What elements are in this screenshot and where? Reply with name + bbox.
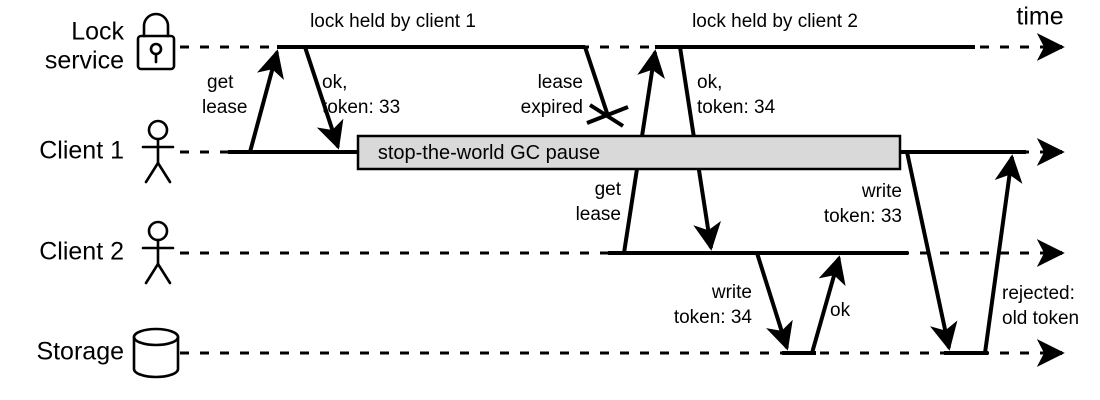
message-label-lease-expired-line1: lease: [538, 72, 583, 93]
lane-icons-group: [132, 12, 180, 379]
message-arrow-rejected-old-token: [983, 154, 1023, 354]
lifelines-group: [180, 33, 1065, 367]
message-label-ok-storage-response: ok: [830, 300, 851, 321]
lane-label-storage: Storage: [36, 338, 124, 366]
message-label-ok-token-33-line1: ok,: [322, 72, 347, 93]
message-arrow-get-lease-client-1: [248, 49, 284, 153]
message-label-ok-token-33-line2: token: 33: [322, 97, 400, 118]
database-cylinder-icon: [132, 327, 180, 379]
gc-pause-label: stop-the-world GC pause: [378, 142, 600, 164]
lease-expired-x-icon: [586, 103, 629, 128]
message-labels-group: get lease ok, token: 33 lease expired ge…: [202, 72, 1079, 329]
lock-span-label-client-1: lock held by client 1: [310, 11, 476, 32]
stick-figure-icon-client-1: [141, 119, 175, 184]
message-arrow-write-token-34: [755, 252, 793, 351]
message-label-rejected-old-token-line2: old token: [1002, 308, 1079, 329]
active-segments-group: [228, 45, 1026, 355]
message-label-get-lease-client-2-line1: get: [595, 179, 622, 200]
message-label-ok-token-34-line2: token: 34: [697, 97, 776, 118]
lane-label-lock-service-line1: Lock: [71, 18, 124, 46]
message-label-write-token-33-line2: token: 33: [824, 206, 902, 227]
gc-pause-rect: [356, 134, 902, 171]
message-label-rejected-old-token-line1: rejected:: [1002, 283, 1075, 304]
padlock-icon: [136, 12, 176, 71]
lane-label-client-1: Client 1: [39, 137, 124, 165]
message-arrow-ok-storage-response: [810, 255, 846, 354]
message-arrow-write-token-33: [905, 151, 958, 351]
message-label-lease-expired-line2: expired: [521, 97, 583, 118]
stick-figure-icon-client-2: [141, 220, 175, 285]
gc-pause-box: stop-the-world GC pause: [356, 134, 902, 171]
message-label-get-lease-client-1-line1: get: [207, 72, 234, 93]
lane-label-client-2: Client 2: [39, 238, 124, 266]
time-axis-label: time: [1016, 3, 1063, 31]
message-arrow-ok-token-33: [303, 46, 344, 150]
lane-label-lock-service-line2: service: [45, 47, 124, 75]
lane-labels-group: Lock service Client 1 Client 2 Storage: [36, 18, 124, 366]
message-label-ok-token-34-line1: ok,: [697, 72, 722, 93]
message-label-get-lease-client-2-line2: lease: [576, 204, 621, 225]
message-label-write-token-34-line1: write: [711, 282, 752, 303]
message-label-get-lease-client-1-line2: lease: [202, 97, 247, 118]
message-label-write-token-34-line2: token: 34: [674, 307, 753, 328]
lock-span-labels-group: lock held by client 1 lock held by clien…: [310, 11, 858, 32]
message-label-write-token-33-line1: write: [861, 181, 902, 202]
lock-span-label-client-2: lock held by client 2: [692, 11, 858, 32]
message-arrow-lease-expired: [583, 46, 610, 117]
